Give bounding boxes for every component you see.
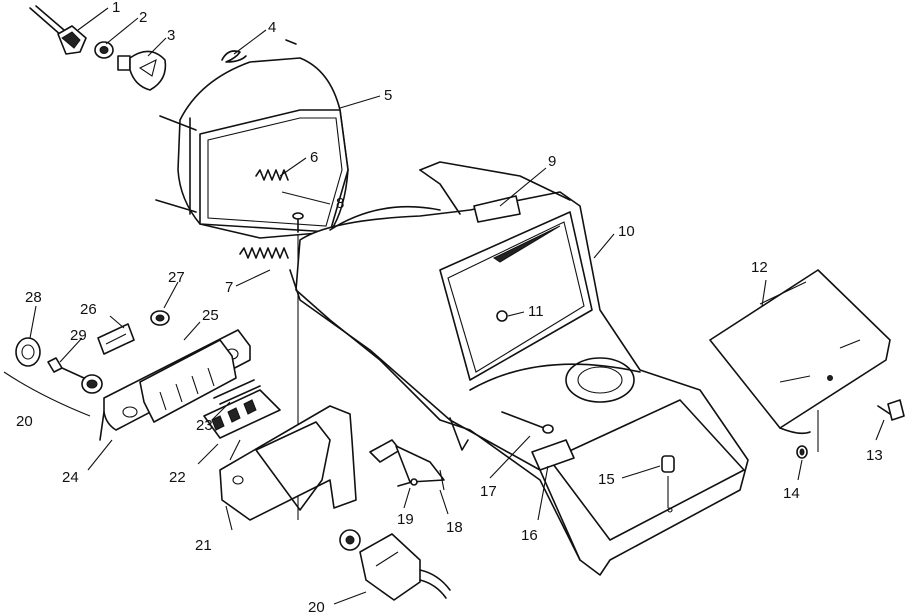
callout-4: 4 <box>268 19 276 36</box>
cover-plate-part <box>709 269 891 452</box>
retaining-spring-part <box>221 39 297 63</box>
headlight-housing-part <box>155 57 349 239</box>
group-bracket-20 <box>3 371 91 417</box>
ignition-cap-28-part <box>15 337 41 367</box>
fastener-13-part <box>877 399 905 421</box>
callout-20-switch: 20 <box>308 599 325 615</box>
callout-5: 5 <box>384 87 392 104</box>
bolt-17-part <box>501 411 554 434</box>
callout-28: 28 <box>25 289 42 306</box>
callout-24: 24 <box>62 469 79 486</box>
wire-harness <box>29 5 65 37</box>
bulb-socket-part <box>57 25 87 55</box>
callout-21: 21 <box>195 537 212 554</box>
callout-6: 6 <box>310 149 318 166</box>
callout-17: 17 <box>480 483 497 500</box>
callout-16: 16 <box>521 527 538 544</box>
adjust-spring-upper-part <box>255 169 289 181</box>
callout-9: 9 <box>548 153 556 170</box>
callout-8: 8 <box>336 195 344 212</box>
adjust-spring-lower-part <box>239 247 289 259</box>
callout-29: 29 <box>70 327 87 344</box>
callout-27: 27 <box>168 269 185 286</box>
callout-22: 22 <box>169 469 186 486</box>
callout-14: 14 <box>783 485 800 502</box>
callout-7: 7 <box>225 279 233 296</box>
leader-lines <box>29 7 885 605</box>
washer-14-part <box>796 445 808 459</box>
callout-25: 25 <box>202 307 219 324</box>
callout-2: 2 <box>139 9 147 26</box>
connector-23-part <box>213 379 261 405</box>
bezel-25-part <box>139 339 237 423</box>
callout-20-panel: 20 <box>16 413 33 430</box>
screw-8-part <box>292 212 304 233</box>
latch-15-part <box>661 455 675 513</box>
callout-12: 12 <box>751 259 768 276</box>
socket-ring-part <box>94 41 114 59</box>
decal-9-part <box>473 195 521 223</box>
callout-15: 15 <box>598 471 615 488</box>
switch-18-part <box>369 439 445 491</box>
headlight-bulb-part <box>117 50 167 91</box>
ignition-key-29-part <box>47 357 103 394</box>
decal-16-part <box>531 439 575 471</box>
callout-10: 10 <box>618 223 635 240</box>
callout-3: 3 <box>167 27 175 44</box>
grommet-27-part <box>150 310 170 326</box>
callout-11: 11 <box>528 303 544 320</box>
callout-13: 13 <box>866 447 883 464</box>
callout-19: 19 <box>397 511 414 528</box>
screw-11-part <box>496 310 508 322</box>
ignition-switch-20-part <box>339 529 451 601</box>
callout-1: 1 <box>112 0 120 16</box>
callout-23: 23 <box>196 417 213 434</box>
console-hood-part <box>289 161 749 576</box>
lens-26-part <box>97 323 135 355</box>
callout-26: 26 <box>80 301 97 318</box>
callout-18: 18 <box>446 519 463 536</box>
screw-19-part <box>397 478 418 487</box>
switch-block-22-part <box>203 389 281 439</box>
callout-labels: 1 2 3 4 5 6 7 8 9 10 11 12 13 14 15 16 1… <box>16 0 883 615</box>
mount-bracket-21-part <box>219 405 357 521</box>
